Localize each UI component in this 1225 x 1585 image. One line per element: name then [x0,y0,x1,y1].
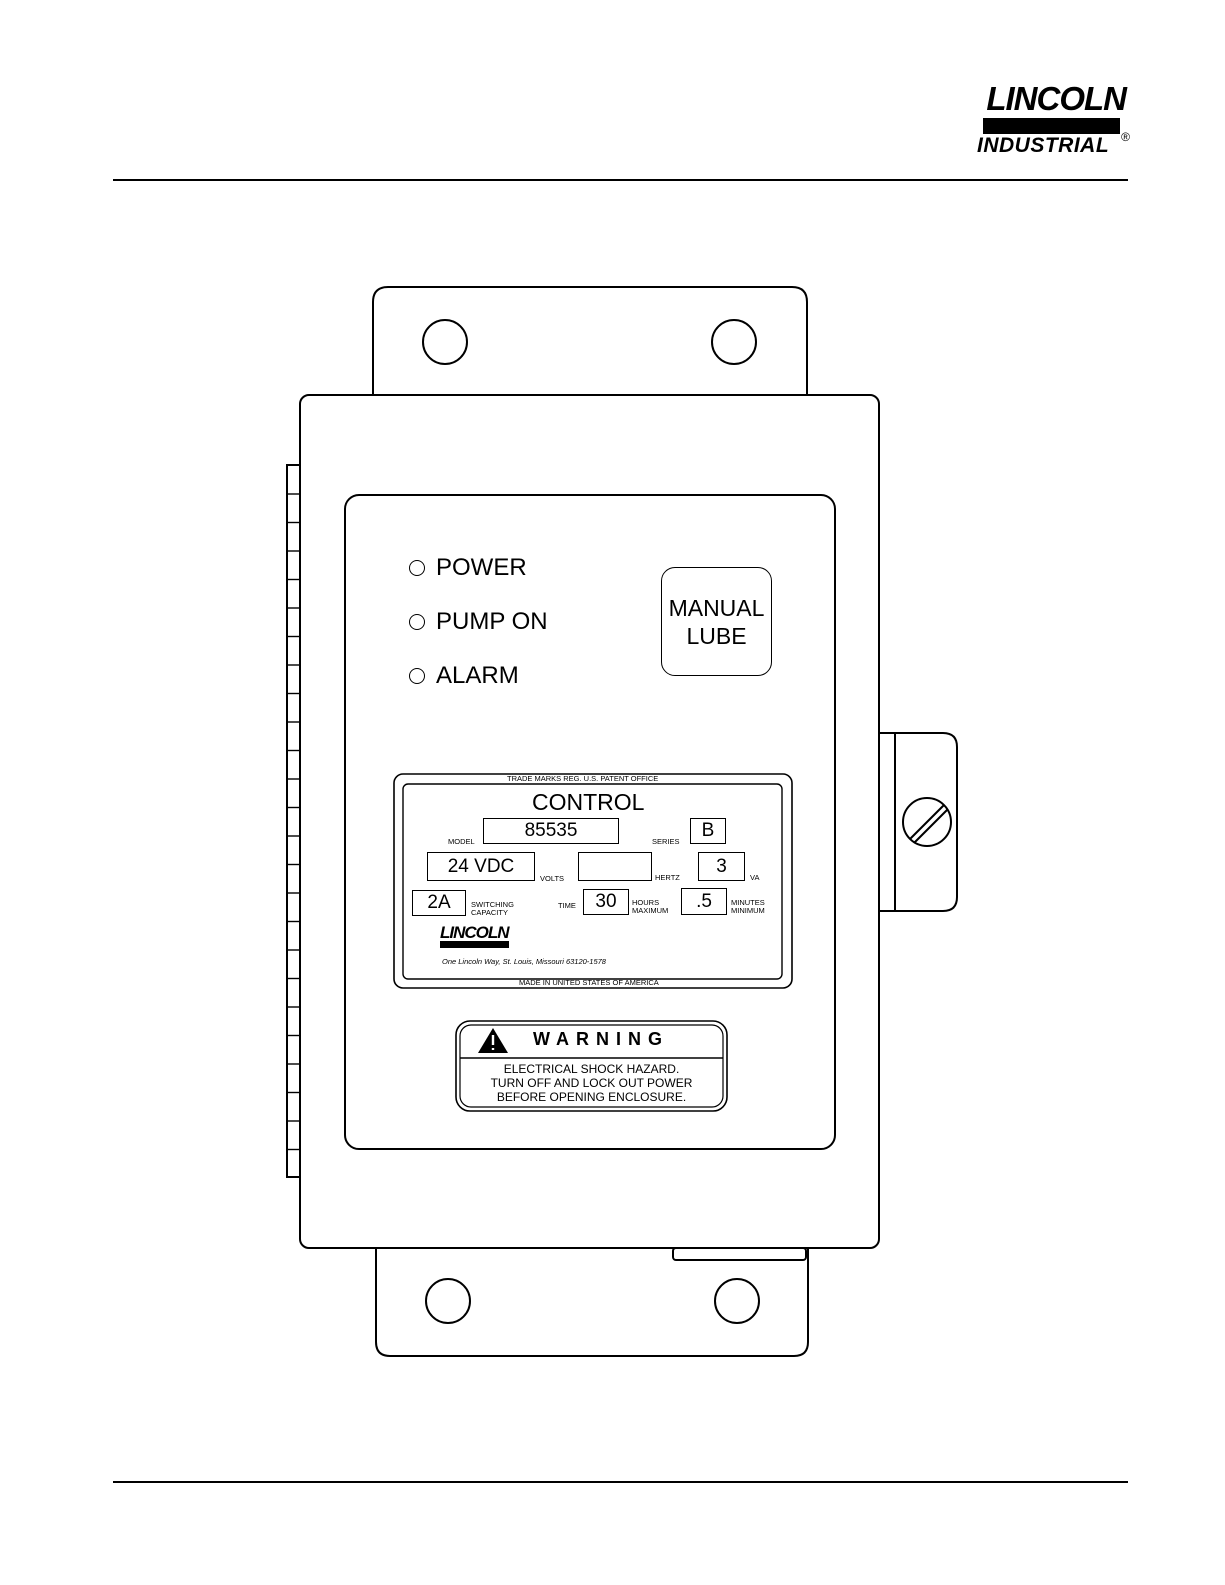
logo-wordmark-top: LINCOLN [986,80,1127,117]
power-led-icon [409,560,425,576]
warning-label-inner [459,1024,724,1108]
nameplate-inner [402,783,783,980]
screw-icon [902,797,952,847]
lincoln-industrial-logo: LINCOLN ® INDUSTRIAL [975,82,1130,162]
nameplate-address: One Lincoln Way, St. Louis, Missouri 631… [442,957,606,966]
bottom-mounting-bracket [375,1248,809,1357]
front-panel [344,494,836,1150]
manual-lube-line1: MANUAL [668,594,765,621]
va-label: VA [750,873,760,882]
mounting-hole [714,1278,760,1324]
mounting-hole [425,1278,471,1324]
alarm-led-icon [409,668,425,684]
series-value-box: B [690,818,726,844]
warning-body: ELECTRICAL SHOCK HAZARD. TURN OFF AND LO… [490,1062,693,1104]
registered-mark: ® [1121,130,1130,144]
header-rule [113,179,1128,181]
mounting-hole [711,319,757,365]
made-in-notice: MADE IN UNITED STATES OF AMERICA [519,978,659,987]
model-value-box: 85535 [483,818,619,844]
hours-value-box: 30 [583,889,629,915]
pump-on-led-icon [409,614,425,630]
power-indicator-label: POWER [436,554,527,581]
volts-label: VOLTS [540,874,565,883]
hertz-label: HERTZ [655,873,680,882]
va-value-box: 3 [698,852,745,881]
minutes-value-box: .5 [681,888,727,915]
enclosure-body [299,394,880,1249]
nameplate-outer [393,773,793,989]
alarm-indicator-label: ALARM [436,662,519,689]
nameplate-title: CONTROL [532,789,645,815]
side-connector [879,732,958,912]
nameplate-mini-logo: LINCOLN [440,924,510,948]
manual-lube-line2: LUBE [686,622,747,649]
model-label: MODEL [448,837,475,846]
warning-label: WARNING ELECTRICAL SHOCK HAZARD. TURN OF… [456,1021,727,1111]
hertz-value-box [578,852,652,881]
warning-title: WARNING [533,1029,669,1049]
logo-wordmark-bottom: INDUSTRIAL [977,134,1110,157]
warning-label-outer [455,1020,728,1112]
top-mounting-bracket [372,286,808,395]
trademark-notice: TRADE MARKS REG. U.S. PATENT OFFICE [507,774,659,783]
logo-bar [983,118,1120,134]
series-label: SERIES [652,837,680,846]
switching-value-box: 2A [412,890,466,916]
terminal-strip [286,464,301,1178]
time-label: TIME [558,901,576,910]
pump-on-indicator-label: PUMP ON [436,608,548,635]
manual-lube-button[interactable]: MANUAL LUBE [661,567,772,676]
mounting-hole [422,319,468,365]
volts-value-box: 24 VDC [427,852,535,881]
footer-rule [113,1481,1128,1483]
